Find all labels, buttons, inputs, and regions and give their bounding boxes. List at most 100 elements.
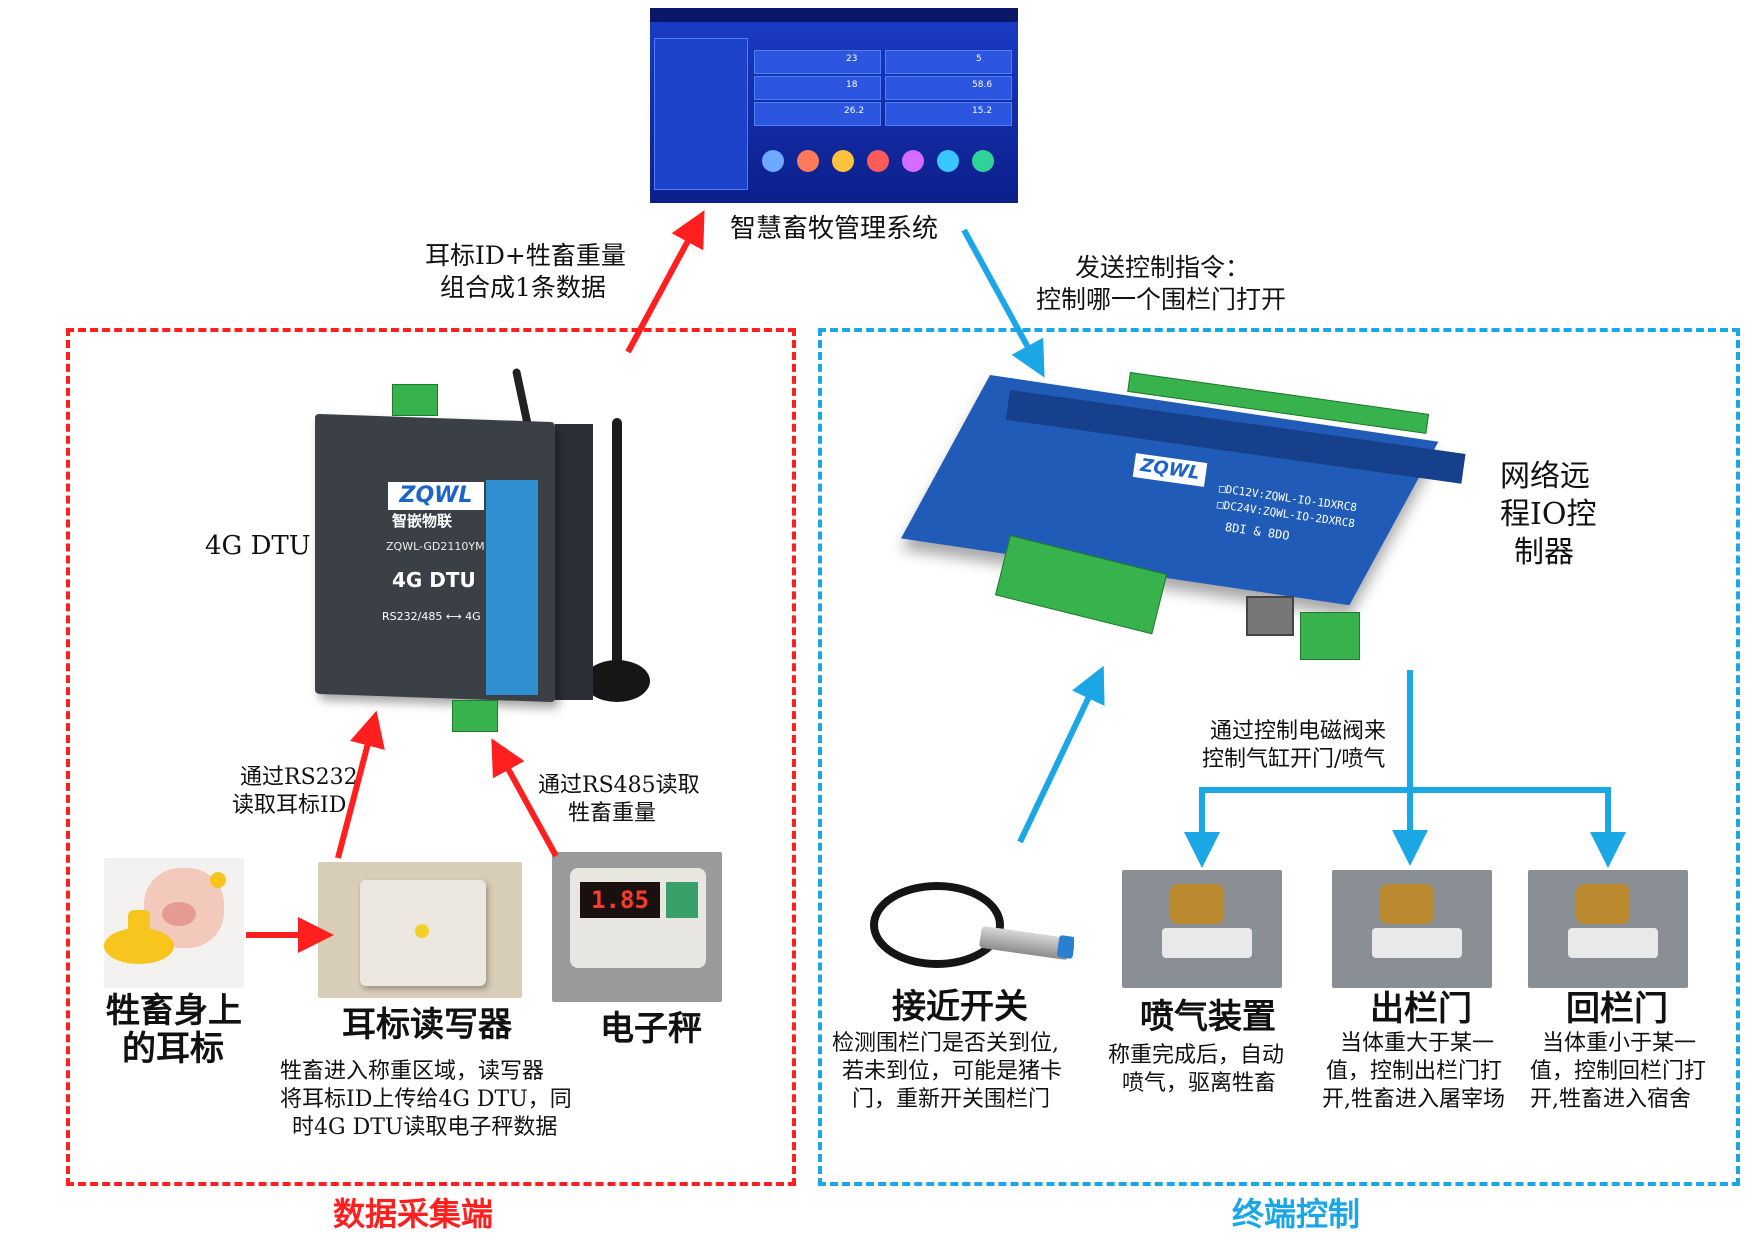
dtu-link: RS232/485 ⟷ 4G xyxy=(382,610,481,623)
exit-desc-1: 当体重大于某一 xyxy=(1340,1031,1495,1056)
right-arrow-text-2: 控制哪一个围栏门打开 xyxy=(1036,285,1287,314)
reading-tile xyxy=(885,102,1012,126)
ear-tag-reader-image xyxy=(318,862,522,998)
arrow-scale-to-dtu xyxy=(491,738,559,858)
exit-gate-image xyxy=(1332,870,1492,988)
proximity-desc-3: 门，重新开关围栏门 xyxy=(852,1087,1051,1112)
arrow-proximity-to-io xyxy=(1017,665,1105,844)
scale-buttons xyxy=(666,882,698,918)
electronic-scale-image: 1.85 xyxy=(552,852,722,1002)
reader-tag-center xyxy=(415,924,429,938)
dtu-brand-logo: ZQWL xyxy=(388,482,484,510)
valve-text-2: 控制气缸开门/喷气 xyxy=(1202,747,1386,772)
reading-tile xyxy=(754,50,881,74)
return-gate-image xyxy=(1528,870,1688,988)
dashboard-control-button xyxy=(832,150,854,172)
dtu-rs485-terminal xyxy=(452,700,498,732)
ear-tag-label-2: 的耳标 xyxy=(122,1029,224,1069)
dtu-side-panel xyxy=(555,424,593,700)
proximity-label: 接近开关 xyxy=(892,987,1028,1027)
valve-body xyxy=(1170,884,1224,924)
dashboard-control-button xyxy=(867,150,889,172)
reading-value: 18 xyxy=(846,80,858,90)
reading-value: 26.2 xyxy=(844,106,865,116)
collection-desc-3: 时4G DTU读取电子秤数据 xyxy=(292,1115,558,1140)
valve-text-1: 通过控制电磁阀来 xyxy=(1210,719,1387,744)
rs232-text-1: 通过RS232 xyxy=(240,765,358,790)
valve-body xyxy=(1576,884,1630,924)
left-arrow-text-1: 耳标ID+牲畜重量 xyxy=(425,241,626,270)
yellow-ear-tag-stem xyxy=(128,910,150,940)
cylinder xyxy=(1162,928,1252,958)
return-desc-3: 开,牲畜进入宿舍 xyxy=(1530,1087,1691,1112)
pig-ear-tag-image xyxy=(104,858,244,988)
reading-tile xyxy=(754,102,881,126)
dashboard-control-button xyxy=(762,150,784,172)
sensor-cable-coil xyxy=(870,882,1004,968)
dtu-name: 4G DTU xyxy=(392,568,476,592)
reading-value: 15.2 xyxy=(972,106,993,116)
reading-tile xyxy=(885,76,1012,100)
reading-value: 58.6 xyxy=(972,80,993,90)
return-desc-1: 当体重小于某一 xyxy=(1542,1031,1697,1056)
data-collection-title: 数据采集端 xyxy=(333,1195,494,1233)
proximity-switch-image xyxy=(860,862,1074,986)
scale-label: 电子秤 xyxy=(600,1009,702,1049)
reading-tile xyxy=(885,50,1012,74)
dashboard-control-button xyxy=(797,150,819,172)
dashboard-header xyxy=(650,8,1018,22)
reading-tile xyxy=(754,76,881,100)
dtu-brand-cn: 智嵌物联 xyxy=(392,512,453,530)
ear-tag-label-1: 牲畜身上 xyxy=(106,991,242,1031)
right-arrow-text-1: 发送控制指令： xyxy=(1075,253,1251,282)
dtu-label: 4G DTU xyxy=(205,531,311,561)
reading-value: 23 xyxy=(846,54,858,64)
dashboard-control-button xyxy=(902,150,924,172)
proximity-desc-1: 检测围栏门是否关到位, xyxy=(832,1031,1059,1056)
rs485-text-1: 通过RS485读取 xyxy=(538,773,700,798)
left-arrow-text-2: 组合成1条数据 xyxy=(440,273,606,302)
arrow-reader-to-dtu xyxy=(335,710,385,859)
reader-label: 耳标读写器 xyxy=(342,1005,512,1045)
collection-desc-1: 牲畜进入称重区域，读写器 xyxy=(280,1059,545,1084)
cylinder xyxy=(1372,928,1462,958)
io-rs485-terminal xyxy=(1300,612,1360,660)
dashboard-sidebar xyxy=(654,38,748,190)
valve-body xyxy=(1380,884,1434,924)
return-gate-label: 回栏门 xyxy=(1566,989,1668,1029)
collection-desc-2: 将耳标ID上传给4G DTU，同 xyxy=(280,1087,572,1112)
spray-desc-1: 称重完成后，自动 xyxy=(1108,1043,1285,1068)
cylinder xyxy=(1568,928,1658,958)
proximity-desc-2: 若未到位，可能是猪卡 xyxy=(842,1059,1063,1084)
antenna-rod xyxy=(612,418,622,668)
data-collection-region xyxy=(66,328,796,1186)
exit-desc-3: 开,牲畜进入屠宰场 xyxy=(1322,1087,1505,1112)
terminal-control-region xyxy=(818,328,1740,1186)
io-output-branch xyxy=(1199,787,1611,850)
dtu-led-strip xyxy=(486,480,538,695)
dashboard-control-button xyxy=(937,150,959,172)
dashboard-screenshot: 23 5 18 58.6 26.2 15.2 xyxy=(650,8,1018,203)
antenna-base xyxy=(584,660,650,702)
spray-device-image xyxy=(1122,870,1282,988)
ear-tag-on-pig xyxy=(210,872,226,888)
dtu-power-terminal xyxy=(392,384,438,416)
io-label-2: 程IO控 xyxy=(1500,497,1597,532)
io-label-1: 网络远 xyxy=(1500,459,1590,494)
terminal-control-title: 终端控制 xyxy=(1232,1195,1361,1233)
scale-display: 1.85 xyxy=(580,882,660,918)
io-rj45-port xyxy=(1246,596,1294,636)
dashboard-control-button xyxy=(972,150,994,172)
pig-snout xyxy=(162,902,196,926)
dtu-model: ZQWL-GD2110YM xyxy=(386,540,485,553)
rs485-text-2: 牲畜重量 xyxy=(568,801,657,826)
io-label-3: 制器 xyxy=(1514,535,1574,570)
spray-desc-2: 喷气，驱离牲畜 xyxy=(1122,1071,1277,1096)
spray-label: 喷气装置 xyxy=(1140,997,1276,1037)
arrow-system-to-io xyxy=(961,228,1045,378)
reading-value: 5 xyxy=(976,54,982,64)
rs232-text-2: 读取耳标ID xyxy=(232,793,347,818)
arrow-dtu-to-system xyxy=(625,210,705,354)
return-desc-2: 值，控制回栏门打 xyxy=(1530,1059,1707,1084)
